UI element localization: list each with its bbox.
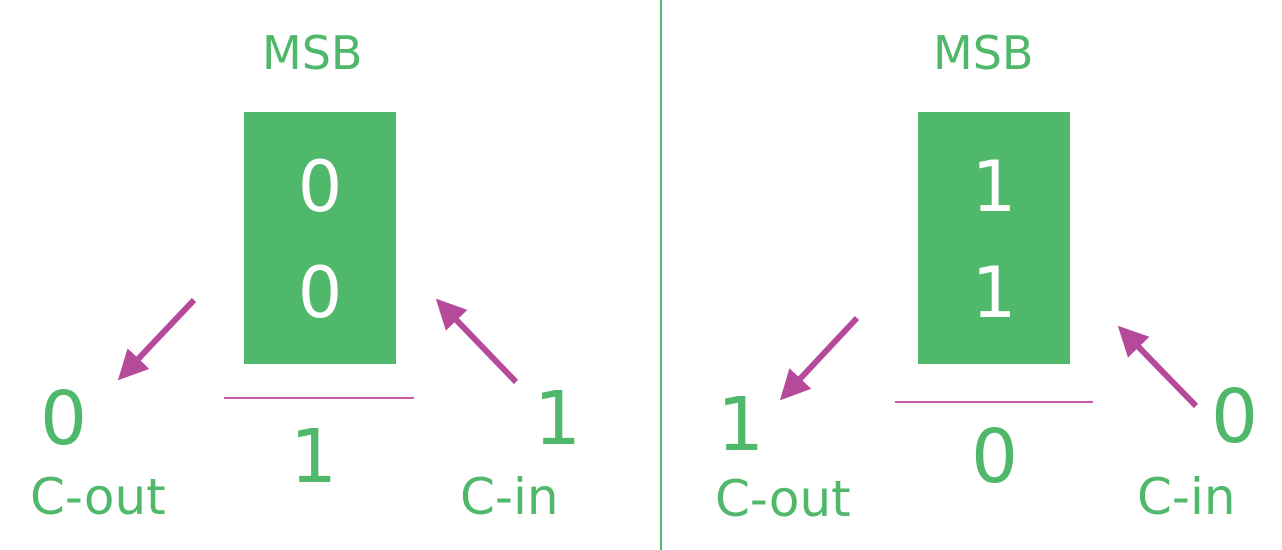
sum-value: 0 [971,414,1019,500]
carry-out-value: 0 [40,376,88,462]
panel-divider [660,0,662,550]
sum-line [224,397,414,399]
carry-out-label: C-out [30,468,166,526]
sum-value: 1 [290,414,338,500]
carry-in-label: C-in [460,468,559,526]
carry-in-label: C-in [1137,468,1236,526]
carry-out-value: 1 [717,382,765,468]
msb-bit-bottom: 1 [971,252,1017,334]
msb-label: MSB [262,26,363,80]
left-panel: MSB 0 0 1 0 C-out 1 C-in [30,26,582,526]
carry-in-value: 0 [1211,374,1259,460]
sum-line [895,401,1093,403]
carry-out-label: C-out [715,470,851,528]
msb-bit-top: 1 [971,146,1017,228]
msb-column-box: 1 1 [918,112,1070,364]
msb-bit-top: 0 [297,146,343,228]
msb-bit-bottom: 0 [297,252,343,334]
carry-in-value: 1 [534,376,582,462]
right-panel: MSB 1 1 0 1 C-out 0 C-in [641,0,1282,550]
msb-column-box: 0 0 [244,112,396,364]
msb-label: MSB [933,26,1034,80]
